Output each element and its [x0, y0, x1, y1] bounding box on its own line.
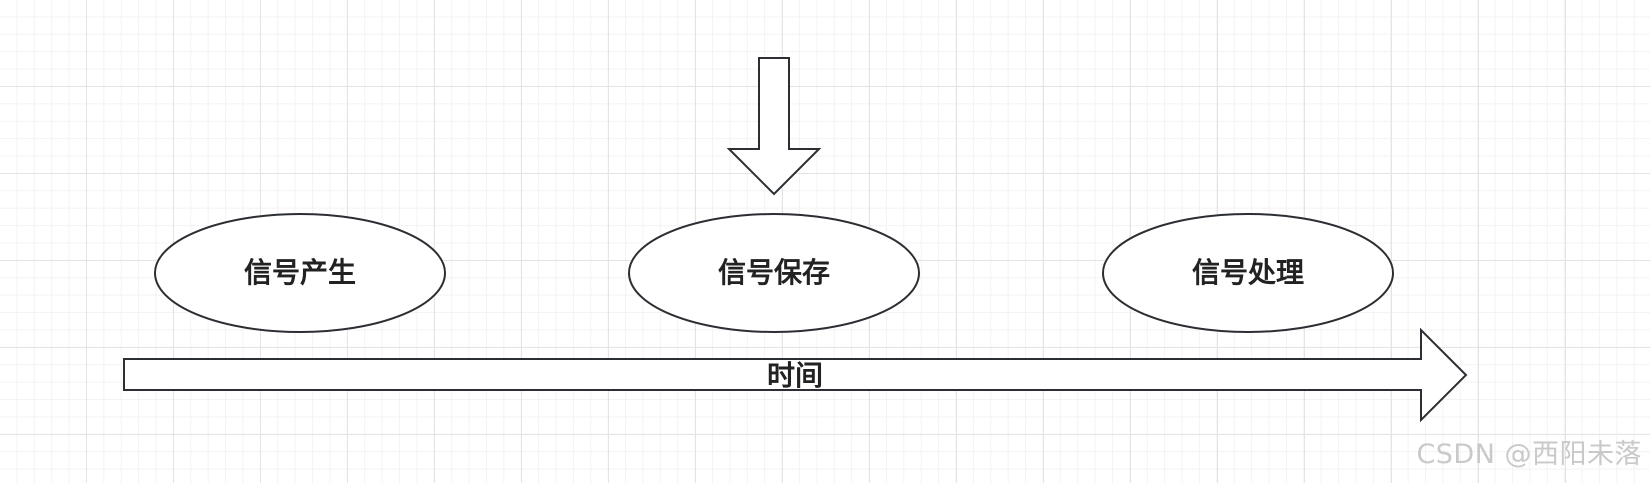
node-label: 信号产生 — [244, 256, 356, 289]
watermark-text: CSDN @西阳未落 — [1416, 439, 1642, 470]
node-ellipse — [1102, 213, 1394, 333]
node-ellipse — [154, 213, 446, 333]
node-signal-generate: 信号产生 — [154, 213, 446, 333]
node-label: 信号保存 — [718, 256, 830, 289]
timeline-label: 时间 — [767, 359, 823, 392]
node-signal-process: 信号处理 — [1102, 213, 1394, 333]
pointer-down-arrow — [726, 57, 822, 196]
node-ellipse — [628, 213, 920, 333]
timeline-arrow-shape — [123, 327, 1468, 423]
node-signal-save: 信号保存 — [628, 213, 920, 333]
timeline-arrow: 时间 — [123, 327, 1468, 423]
node-label: 信号处理 — [1192, 256, 1304, 289]
